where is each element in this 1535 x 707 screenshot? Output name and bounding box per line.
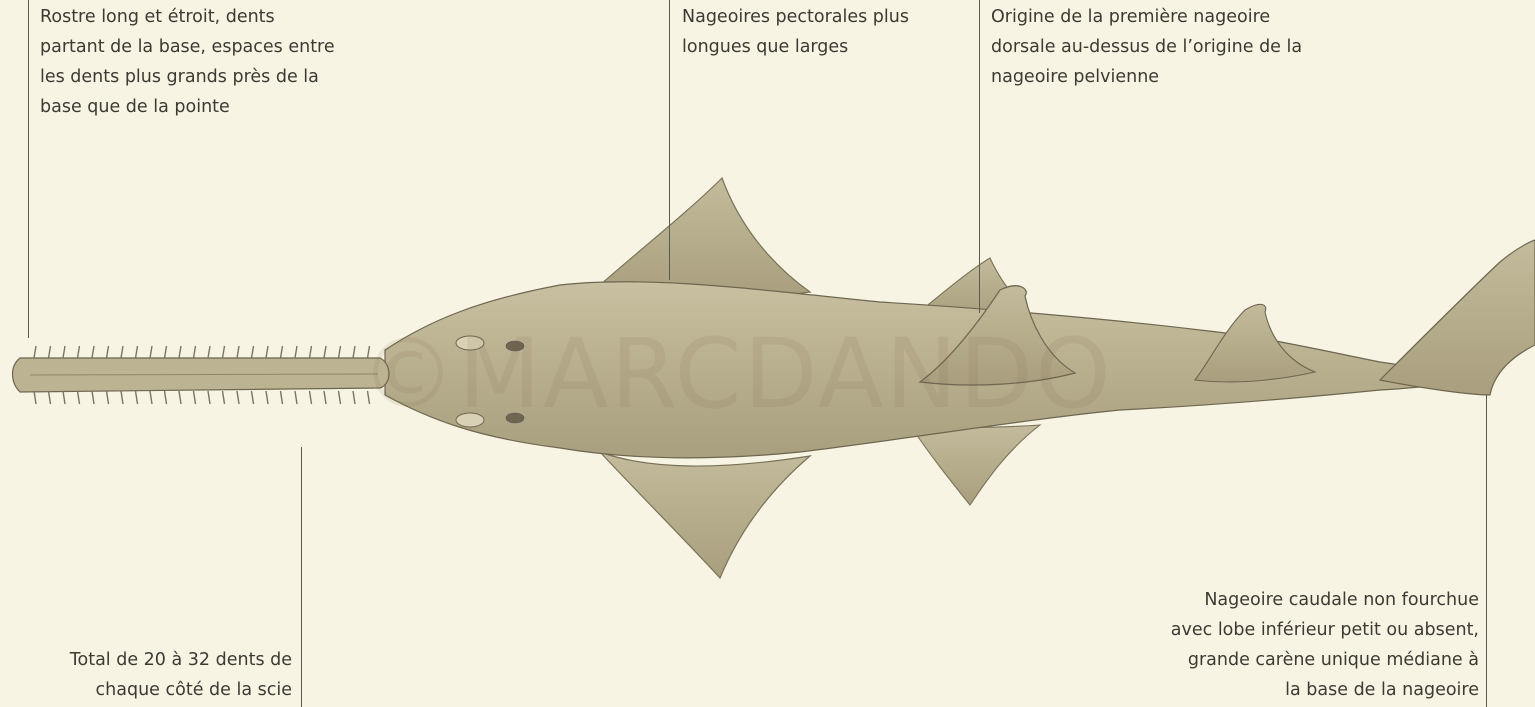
- pectoral-fin-upper: [600, 178, 810, 297]
- rostral-tooth-upper: [165, 346, 167, 358]
- rostral-tooth-lower: [208, 391, 210, 404]
- rostral-tooth-upper: [63, 346, 65, 358]
- leader-pectoral: [669, 0, 670, 280]
- rostral-tooth-upper: [281, 346, 283, 358]
- rostral-tooth-lower: [107, 391, 109, 404]
- rostral-tooth-lower: [92, 391, 94, 404]
- leader-rostrum: [28, 0, 29, 338]
- pelvic-fin-lower: [912, 425, 1040, 505]
- rostral-tooth-lower: [295, 391, 297, 404]
- rostral-tooth-upper: [107, 346, 109, 358]
- rostral-tooth-upper: [223, 346, 225, 358]
- label-pectoral: Nageoires pectorales plus longues que la…: [682, 2, 909, 62]
- rostral-tooth-upper: [92, 346, 94, 358]
- rostral-tooth-upper: [353, 346, 355, 358]
- rostral-tooth-upper: [49, 346, 51, 358]
- rostral-tooth-lower: [252, 391, 254, 404]
- label-dorsal: Origine de la première nageoire dorsale …: [991, 2, 1302, 92]
- rostral-tooth-upper: [121, 346, 123, 358]
- rostral-tooth-lower: [324, 391, 326, 404]
- rostral-tooth-upper: [208, 346, 210, 358]
- watermark: ©MARCDANDO: [360, 318, 1113, 430]
- rostral-tooth-upper: [252, 346, 254, 358]
- rostral-tooth-upper: [295, 346, 297, 358]
- rostral-tooth-lower: [194, 391, 196, 404]
- rostral-tooth-lower: [310, 391, 312, 404]
- rostral-tooth-lower: [179, 391, 181, 404]
- caudal-fin: [1380, 240, 1535, 395]
- leader-dorsal: [979, 0, 980, 313]
- rostral-tooth-upper: [324, 346, 326, 358]
- rostral-tooth-lower: [49, 391, 51, 404]
- rostral-tooth-lower: [281, 391, 283, 404]
- rostral-tooth-upper: [194, 346, 196, 358]
- rostral-tooth-upper: [150, 346, 152, 358]
- rostral-tooth-upper: [237, 346, 239, 358]
- rostral-tooth-upper: [179, 346, 181, 358]
- rostral-tooth-upper: [136, 346, 138, 358]
- label-rostrum: Rostre long et étroit, dents partant de …: [40, 2, 335, 122]
- label-caudal: Nageoire caudale non fourchue avec lobe …: [1171, 585, 1479, 705]
- rostral-tooth-upper: [266, 346, 268, 358]
- rostral-tooth-lower: [78, 391, 80, 404]
- leader-caudal: [1486, 395, 1487, 707]
- rostral-tooth-lower: [136, 391, 138, 404]
- pectoral-fin-lower: [600, 452, 810, 578]
- rostral-tooth-upper: [339, 346, 341, 358]
- rostral-tooth-upper: [78, 346, 80, 358]
- leader-teeth: [301, 447, 302, 707]
- rostral-tooth-lower: [121, 391, 123, 404]
- label-teeth: Total de 20 à 32 dents de chaque côté de…: [70, 645, 292, 705]
- rostral-tooth-lower: [165, 391, 167, 404]
- rostral-tooth-lower: [353, 391, 355, 404]
- rostral-tooth-lower: [237, 391, 239, 404]
- rostral-tooth-lower: [266, 391, 268, 404]
- rostral-tooth-upper: [310, 346, 312, 358]
- rostral-tooth-upper: [34, 346, 36, 358]
- rostral-tooth-lower: [150, 391, 152, 404]
- rostral-tooth-lower: [34, 391, 36, 404]
- rostral-tooth-lower: [63, 391, 65, 404]
- rostral-tooth-lower: [223, 391, 225, 404]
- rostral-tooth-lower: [339, 391, 341, 404]
